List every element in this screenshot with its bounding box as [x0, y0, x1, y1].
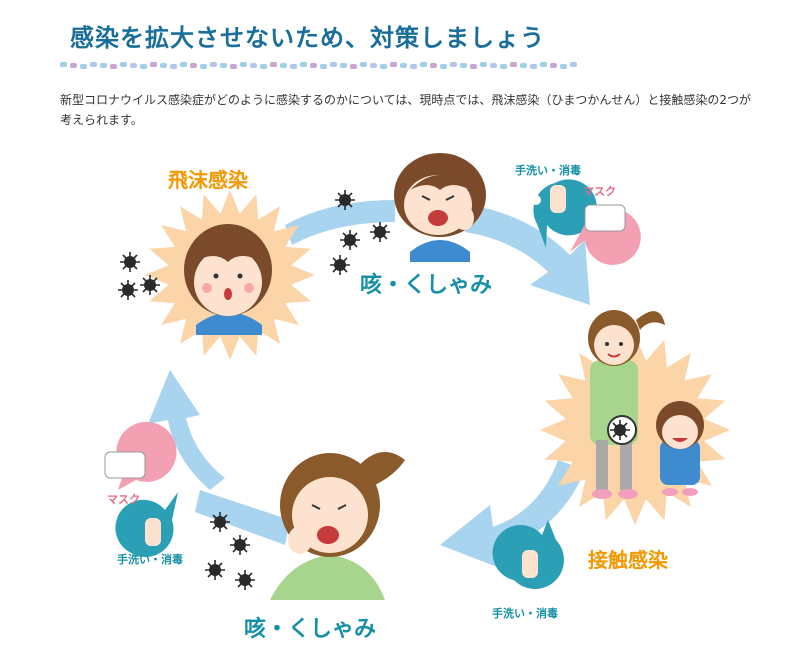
handwash-label-right: 手洗い・消毒: [492, 606, 558, 620]
handwash-label-left: 手洗い・消毒: [117, 552, 183, 566]
mask-label-top: マスク: [583, 185, 616, 198]
cough-sneeze-label-top: 咳・くしゃみ: [360, 272, 492, 298]
droplet-infection-label: 飛沫感染: [168, 168, 249, 192]
dashed-divider: [60, 62, 577, 69]
mask-label-left: マスク: [107, 493, 140, 506]
intro-text: 新型コロナウイルス感染症がどのように感染するのかについては、現時点では、飛沫感染…: [60, 93, 752, 127]
cough-sneeze-label-bottom: 咳・くしゃみ: [244, 616, 376, 642]
child-droplet-figure: [184, 224, 272, 335]
woman-and-child-figure: [588, 310, 704, 499]
hand-wash-icon: [115, 179, 597, 589]
mask-icon: [104, 204, 641, 490]
cycle-arrow-icon: [148, 200, 590, 570]
sneezing-child-top: [394, 153, 486, 262]
sneezing-woman-bottom: [270, 452, 405, 600]
page-title: 感染を拡大させないため、対策しましょう: [70, 24, 545, 52]
handwash-label-top: 手洗い・消毒: [515, 163, 581, 177]
contact-infection-label: 接触感染: [588, 548, 669, 572]
